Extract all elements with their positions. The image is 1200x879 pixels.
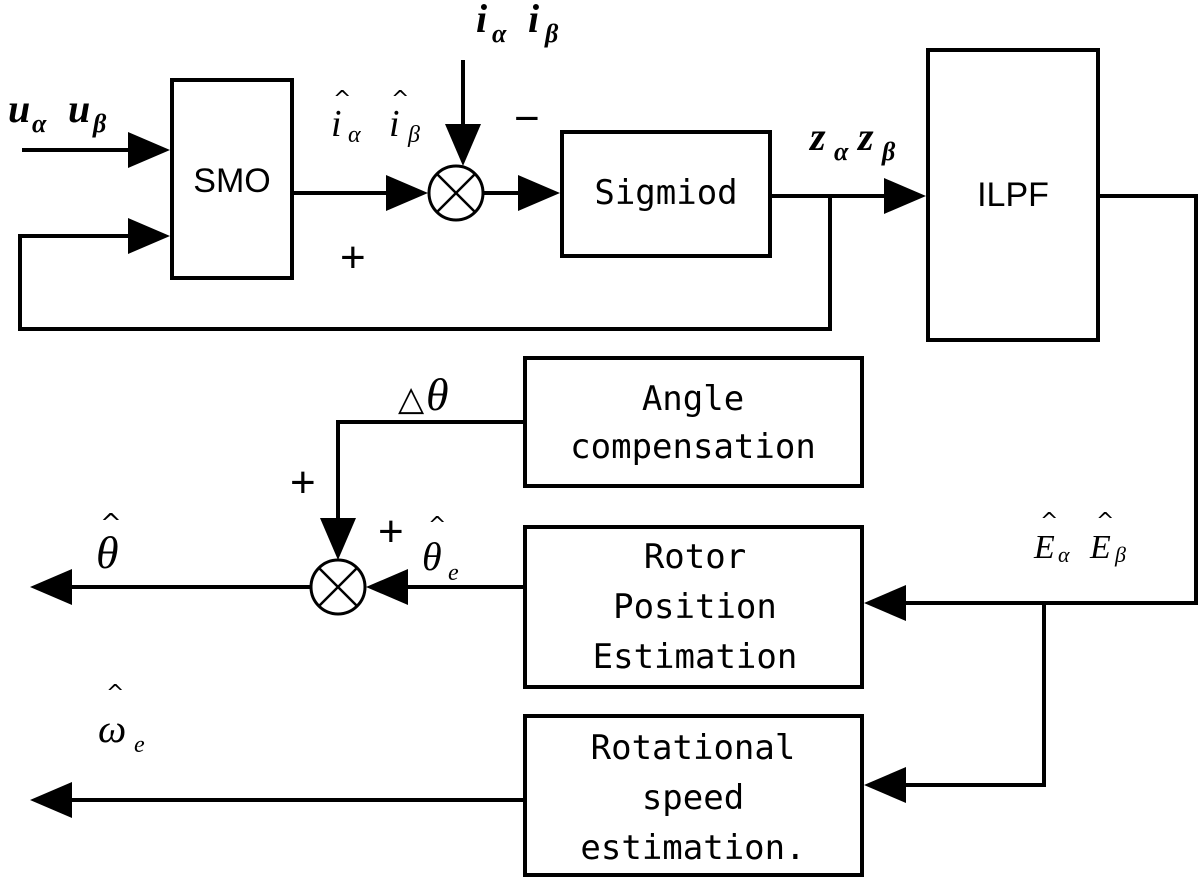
u-alpha-beta-label: u α u β [8, 86, 107, 138]
sigmoid-label: Sigmiod [594, 173, 737, 213]
svg-text:e: e [134, 732, 145, 758]
e-hat-rotor-arrowhead [864, 585, 906, 621]
rotor-position-estimation-block [523, 525, 864, 689]
ilpf-label: ILPF [977, 176, 1049, 214]
svg-text:i: i [331, 103, 342, 145]
e-hat-speed-arrowhead [864, 767, 906, 803]
theta-output-arrowhead [30, 569, 72, 605]
delta-theta-arrowhead [320, 518, 356, 560]
rotor-position-label-line3: Estimation [593, 637, 798, 677]
svg-text:^: ^ [333, 87, 351, 112]
error-arrowhead [518, 175, 560, 211]
ilpf-block [926, 48, 1100, 342]
svg-text:ω: ω [98, 706, 126, 751]
i-alpha-beta-label: i α i β [476, 0, 559, 48]
svg-text:β: β [407, 122, 420, 148]
svg-text:z: z [856, 114, 874, 159]
svg-text:^: ^ [391, 87, 409, 112]
svg-text:^: ^ [428, 513, 446, 538]
svg-text:z: z [808, 114, 826, 159]
delta-theta-label: △ θ [398, 369, 449, 420]
svg-text:^: ^ [1040, 509, 1058, 534]
svg-text:E: E [1089, 529, 1111, 566]
svg-text:α: α [492, 19, 507, 48]
e-hat-speed-branch-wire [900, 603, 1046, 787]
z-feedback-wire [18, 196, 832, 331]
svg-text:β: β [544, 19, 559, 48]
theta-hat-label: ^ θ [96, 509, 122, 578]
speed-estimation-label-line1: Rotational [591, 728, 796, 768]
svg-text:e: e [448, 560, 459, 586]
svg-text:i: i [389, 103, 400, 145]
rotational-speed-estimation-block [523, 714, 864, 877]
svg-text:u: u [68, 86, 90, 131]
angle-compensation-label-line1: Angle [642, 379, 744, 419]
svg-text:E: E [1033, 529, 1055, 566]
z-arrowhead [884, 178, 926, 214]
svg-text:i: i [528, 0, 539, 41]
u-input-arrowhead [128, 132, 170, 168]
e-hat-wire [900, 194, 1198, 605]
svg-text:△: △ [398, 380, 425, 418]
svg-text:β: β [92, 109, 107, 138]
svg-text:β: β [1114, 542, 1126, 567]
summing-junction-current [427, 164, 485, 222]
theta-e-plus-sign: + [378, 507, 404, 556]
i-measured-arrowhead [445, 124, 481, 166]
delta-theta-wire [336, 420, 525, 524]
z-alpha-beta-label: z α z β [808, 114, 896, 166]
omega-hat-e-label: ^ ω e [98, 681, 145, 758]
rotor-position-label-line2: Position [613, 587, 777, 627]
smo-plus-sign: + [340, 233, 366, 282]
i-hat-arrowhead [386, 175, 428, 211]
svg-text:^: ^ [100, 509, 122, 539]
svg-text:i: i [476, 0, 487, 41]
svg-text:α: α [834, 137, 849, 166]
current-minus-sign: − [514, 94, 540, 143]
delta-theta-plus-sign: + [290, 458, 316, 507]
svg-text:^: ^ [1096, 509, 1114, 534]
svg-text:θ: θ [96, 527, 119, 578]
z-feedback-arrowhead [128, 218, 170, 254]
summing-junction-angle [309, 558, 367, 616]
svg-text:α: α [32, 109, 47, 138]
angle-compensation-block [523, 356, 864, 488]
svg-text:θ: θ [422, 534, 442, 579]
svg-text:u: u [8, 86, 30, 131]
smo-block [170, 78, 294, 280]
angle-compensation-label-line2: compensation [570, 427, 816, 467]
i-hat-alpha-beta-label: ^ i α ^ i β [331, 87, 420, 148]
svg-text:^: ^ [106, 681, 124, 706]
smo-label: SMO [193, 162, 270, 200]
svg-text:α: α [348, 122, 361, 148]
theta-hat-e-label: ^ θ e [422, 513, 459, 586]
speed-estimation-label-line2: speed [642, 778, 744, 818]
omega-output-arrowhead [30, 782, 72, 818]
speed-estimation-label-line3: estimation. [580, 828, 805, 868]
sigmoid-block [560, 130, 772, 258]
theta-e-arrowhead [366, 569, 408, 605]
rotor-position-label-line1: Rotor [644, 537, 746, 577]
e-hat-alpha-beta-label: ^ E α ^ E β [1033, 509, 1126, 567]
svg-text:β: β [881, 137, 896, 166]
svg-text:θ: θ [426, 369, 449, 420]
svg-text:α: α [1058, 542, 1070, 567]
